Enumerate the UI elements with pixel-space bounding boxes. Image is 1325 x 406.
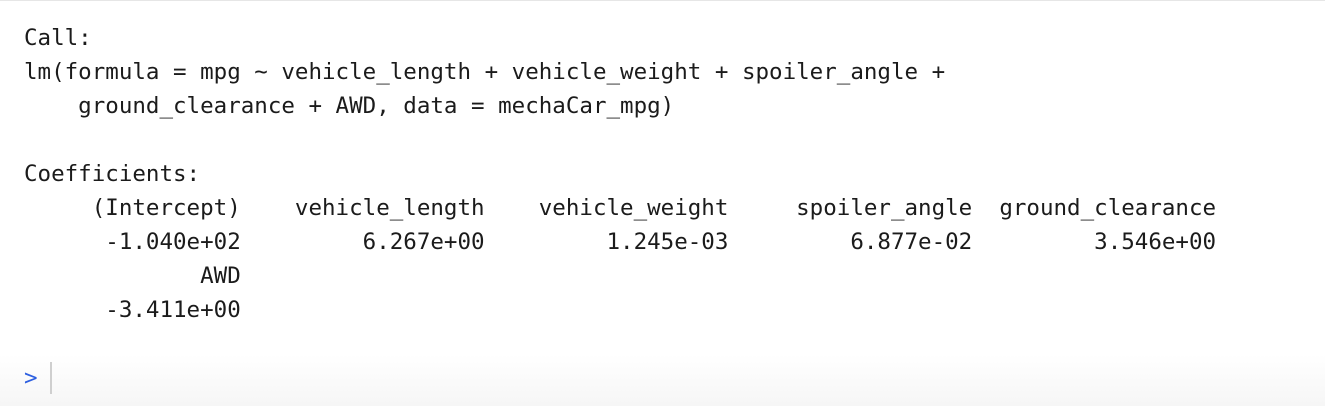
awd-name-row: AWD	[24, 263, 268, 289]
console-prompt-row[interactable]: >	[24, 361, 52, 395]
awd-value-row: -3.411e+00	[24, 297, 268, 323]
console-output: Call: lm(formula = mpg ~ vehicle_length +…	[24, 21, 1243, 327]
text-cursor	[50, 362, 52, 394]
coefficient-values-row: -1.040e+02 6.267e+00 1.245e-03 6.877e-02…	[24, 229, 1244, 255]
blank-line	[24, 123, 1243, 157]
lm-formula-line: lm(formula = mpg ~ vehicle_length + vehi…	[24, 59, 959, 85]
prompt-symbol: >	[24, 365, 38, 391]
coefficient-names-row: (Intercept) vehicle_length vehicle_weigh…	[24, 195, 1244, 221]
coefficients-label: Coefficients:	[24, 161, 201, 187]
call-label: Call:	[24, 25, 92, 51]
lm-formula-continuation: ground_clearance + AWD, data = mechaCar_…	[24, 93, 675, 119]
console-bottom-shade	[0, 354, 1325, 406]
